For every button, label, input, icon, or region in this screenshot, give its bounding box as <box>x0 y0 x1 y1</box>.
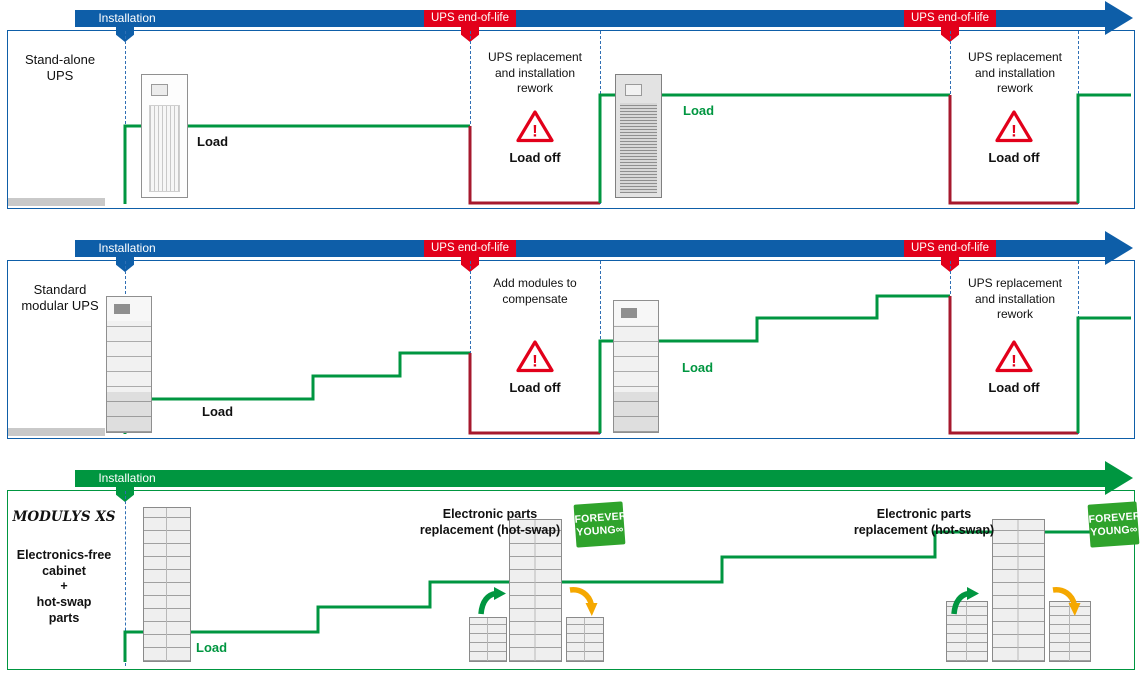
rework-text: UPS replacement and installation rework <box>967 276 1063 322</box>
event-dashed-line <box>470 261 471 434</box>
cabinet-grille <box>149 105 180 192</box>
ups-cabinet <box>615 74 662 198</box>
event-dashed-line <box>125 31 126 204</box>
cabinet-grille <box>620 103 657 193</box>
timeline-arrowhead-icon <box>1105 231 1133 265</box>
swap-in-arrow-icon <box>478 587 506 615</box>
ups-cabinet <box>141 74 188 198</box>
timeline-bar-modulys <box>75 470 1105 487</box>
event-dashed-line <box>950 31 951 204</box>
installation-label: Installation <box>98 241 156 255</box>
event-dashed-line <box>125 491 126 666</box>
badge-line: YOUNG∞ <box>1089 522 1138 539</box>
cabinet-shade <box>107 392 151 432</box>
load-off-label: Load off <box>509 150 561 165</box>
rework-text: UPS replacement and installation rework <box>487 50 583 96</box>
load-off-label: Load off <box>988 380 1040 395</box>
eol-label: UPS end-of-life <box>904 240 996 257</box>
swap-out-arrow-icon <box>1052 587 1081 616</box>
eol-label: UPS end-of-life <box>424 240 516 257</box>
load-label: Load <box>683 103 715 118</box>
warning-mark: ! <box>532 352 538 371</box>
cabinet-display <box>114 304 130 314</box>
modular-ups-cabinet <box>106 296 152 433</box>
timeline-bar-standalone <box>75 10 1105 27</box>
cabinet-display <box>625 84 642 96</box>
event-dashed-line <box>1078 261 1079 434</box>
event-dashed-line <box>470 31 471 204</box>
load-label: Load <box>196 640 228 655</box>
event-dashed-line <box>950 261 951 434</box>
eol-label: UPS end-of-life <box>424 10 516 27</box>
load-off-label: Load off <box>509 380 561 395</box>
eol-label: UPS end-of-life <box>904 10 996 27</box>
panel-subtitle: Electronics-free cabinet + hot-swap part… <box>16 548 112 625</box>
panel-title: MODULYS XS <box>12 509 116 525</box>
swap-module-cabinet <box>469 617 507 662</box>
load-label: Load <box>202 404 234 419</box>
panel-title: Stand-alone UPS <box>24 52 96 84</box>
event-dashed-line <box>1078 31 1079 204</box>
load-label: Load <box>197 134 229 149</box>
hot-swap-text: Electronic parts replacement (hot-swap) <box>853 507 995 538</box>
floor-bar <box>8 198 105 206</box>
forever-young-badge: FOREVER YOUNG∞ <box>573 501 627 548</box>
timeline-arrowhead-icon <box>1105 461 1133 495</box>
cabinet-display <box>151 84 168 96</box>
modulys-cabinet <box>143 507 191 662</box>
modular-ups-cabinet <box>613 300 659 433</box>
warning-icon: ! <box>995 110 1033 143</box>
warning-mark: ! <box>1011 122 1017 141</box>
badge-line: YOUNG∞ <box>575 522 624 539</box>
event-dashed-line <box>600 261 601 434</box>
floor-bar <box>8 428 105 436</box>
load-label: Load <box>682 360 714 375</box>
warning-icon: ! <box>995 340 1033 373</box>
warning-mark: ! <box>1011 352 1017 371</box>
swap-out-arrow-icon <box>569 587 598 616</box>
warning-mark: ! <box>532 122 538 141</box>
modulys-cabinet <box>509 519 562 662</box>
forever-young-badge: FOREVER YOUNG∞ <box>1087 501 1140 548</box>
cabinet-shade <box>614 392 658 432</box>
swap-in-arrow-icon <box>951 587 979 615</box>
timeline-arrowhead-icon <box>1105 1 1133 35</box>
cabinet-display <box>621 308 637 318</box>
swap-module-cabinet <box>566 617 604 662</box>
hot-swap-text: Electronic parts replacement (hot-swap) <box>419 507 561 538</box>
warning-icon: ! <box>516 110 554 143</box>
add-modules-text: Add modules to compensate <box>493 276 577 306</box>
modulys-cabinet <box>992 519 1045 662</box>
rework-text: UPS replacement and installation rework <box>967 50 1063 96</box>
installation-label: Installation <box>98 11 156 25</box>
event-dashed-line <box>600 31 601 204</box>
timeline-bar-modular <box>75 240 1105 257</box>
warning-icon: ! <box>516 340 554 373</box>
panel-title: Standard modular UPS <box>21 282 99 314</box>
load-off-label: Load off <box>988 150 1040 165</box>
installation-label: Installation <box>98 471 156 485</box>
